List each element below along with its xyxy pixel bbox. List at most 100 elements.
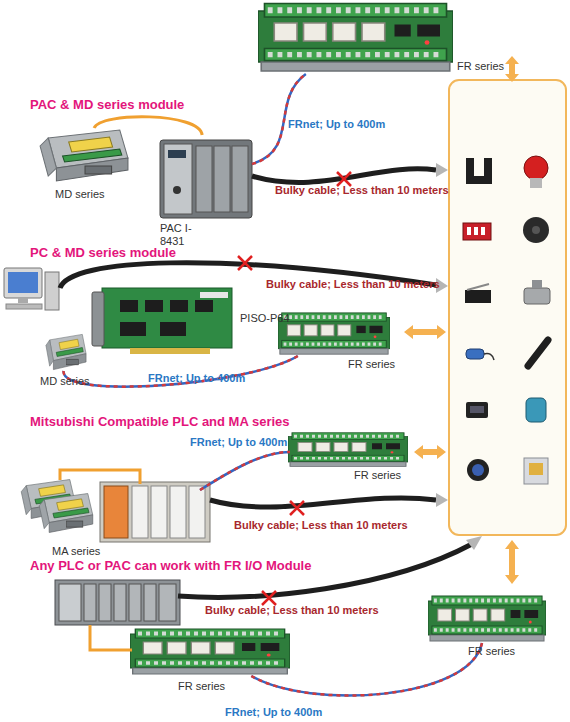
panel-arrows xyxy=(414,445,446,459)
sensor-icons xyxy=(532,280,542,288)
orange-link xyxy=(94,117,202,135)
orange-link xyxy=(90,625,132,650)
device-label: MA series xyxy=(52,545,122,558)
piso-card xyxy=(130,348,210,354)
sensor-icons xyxy=(524,458,548,484)
mitsubishi-plc xyxy=(151,486,167,538)
pc-computer xyxy=(4,268,59,310)
pac-controller xyxy=(196,146,212,212)
cross-mark xyxy=(290,501,304,515)
device-node: FR series xyxy=(258,2,453,74)
piso-card xyxy=(92,288,232,354)
cable-note: Bulky cable; Less than 10 meters xyxy=(234,519,408,531)
frnet-cable xyxy=(200,452,290,490)
sensor-icons xyxy=(463,223,491,240)
generic-plc xyxy=(55,580,180,625)
cable-label: FRnet; Up to 400m xyxy=(225,706,322,718)
sensor-icons xyxy=(465,290,491,303)
device-node: PISO-P64 xyxy=(92,285,232,355)
section-heading: PC & MD series module xyxy=(30,245,176,260)
cable-arrow xyxy=(436,493,448,507)
panel-arrows xyxy=(505,540,519,584)
cable-note: FRnet; Up to 400m xyxy=(190,436,287,448)
sensor-icons xyxy=(526,398,546,422)
section-heading: PAC & MD series module xyxy=(30,97,184,112)
section-heading: Any PLC or PAC can work with FR I/O Modu… xyxy=(30,558,311,573)
pc-computer xyxy=(18,298,28,303)
device-node: MA series xyxy=(20,478,92,533)
mitsubishi-plc xyxy=(100,482,210,542)
pc-computer xyxy=(8,272,38,293)
frnet-cable xyxy=(251,643,482,696)
cross-mark xyxy=(337,172,351,186)
section-heading: Mitsubishi Compatible PLC and MA series xyxy=(30,414,290,429)
sensor-icons xyxy=(466,158,492,184)
mitsubishi-plc xyxy=(104,486,128,538)
device-node: PAC I-8431 xyxy=(160,135,252,220)
device-node: FR series xyxy=(130,628,290,676)
cross-mark xyxy=(337,172,351,186)
panel-arrows xyxy=(404,325,446,339)
piso-card xyxy=(170,300,188,312)
piso-card xyxy=(92,292,104,346)
sensor-icons xyxy=(466,402,488,418)
generic-plc xyxy=(84,584,96,621)
md-module xyxy=(40,130,128,181)
cable-note: Bulky cable; Less than 10 meters xyxy=(275,184,449,196)
device-panel xyxy=(449,80,566,535)
device-node: MD series xyxy=(45,333,87,371)
generic-plc xyxy=(59,584,81,621)
piso-card xyxy=(120,300,138,312)
frnet-cable xyxy=(251,643,482,696)
sensor-icons xyxy=(484,354,494,360)
sensor-icons xyxy=(474,227,478,235)
pac-controller xyxy=(164,144,192,214)
piso-card xyxy=(120,322,146,336)
pac-controller xyxy=(214,146,230,212)
cross-mark xyxy=(238,172,351,605)
device-label: FR series xyxy=(468,645,538,658)
piso-card xyxy=(102,288,232,348)
sensor-icons xyxy=(523,217,549,243)
cross-mark xyxy=(262,591,276,605)
device-label: PISO-P64 xyxy=(240,312,310,325)
sensor-icons xyxy=(467,227,471,235)
piso-card xyxy=(160,322,186,336)
sensor-icons xyxy=(467,284,489,290)
generic-plc xyxy=(114,584,126,621)
cross-mark xyxy=(238,256,252,270)
bulky-cable xyxy=(210,498,436,507)
ma-module xyxy=(21,480,93,533)
mitsubishi-plc xyxy=(132,486,148,538)
device-node: FR series xyxy=(428,595,546,643)
piso-card xyxy=(195,300,213,312)
frnet-cable xyxy=(64,356,298,387)
cable-arrow xyxy=(466,536,482,550)
pac-controller xyxy=(160,140,252,218)
sensor-icons xyxy=(466,349,484,359)
pc-computer xyxy=(4,268,42,298)
sensor-icons xyxy=(472,464,484,476)
cross-mark xyxy=(290,501,304,515)
generic-plc xyxy=(129,584,141,621)
frnet-cable xyxy=(200,452,290,490)
piso-card xyxy=(200,292,228,298)
device-label: MD series xyxy=(55,188,125,201)
bulky-cable xyxy=(60,169,472,598)
generic-plc xyxy=(55,580,180,625)
cable-label: FRnet; Up to 400m xyxy=(148,372,245,384)
orange-link xyxy=(94,117,202,135)
fr-board xyxy=(258,4,453,72)
pc-computer xyxy=(45,272,59,310)
piso-card xyxy=(145,300,163,312)
device-label: FR series xyxy=(178,680,248,693)
pac-controller xyxy=(173,186,181,194)
pac-controller xyxy=(160,140,252,218)
sensor-icons xyxy=(524,156,548,180)
cable-note: Bulky cable; Less than 10 meters xyxy=(266,278,440,290)
device-label: FR series xyxy=(457,60,527,73)
sensor-icons xyxy=(530,178,542,188)
device-node: MD series xyxy=(38,128,130,183)
ma-module xyxy=(39,494,93,533)
cable-arrow xyxy=(436,163,482,550)
